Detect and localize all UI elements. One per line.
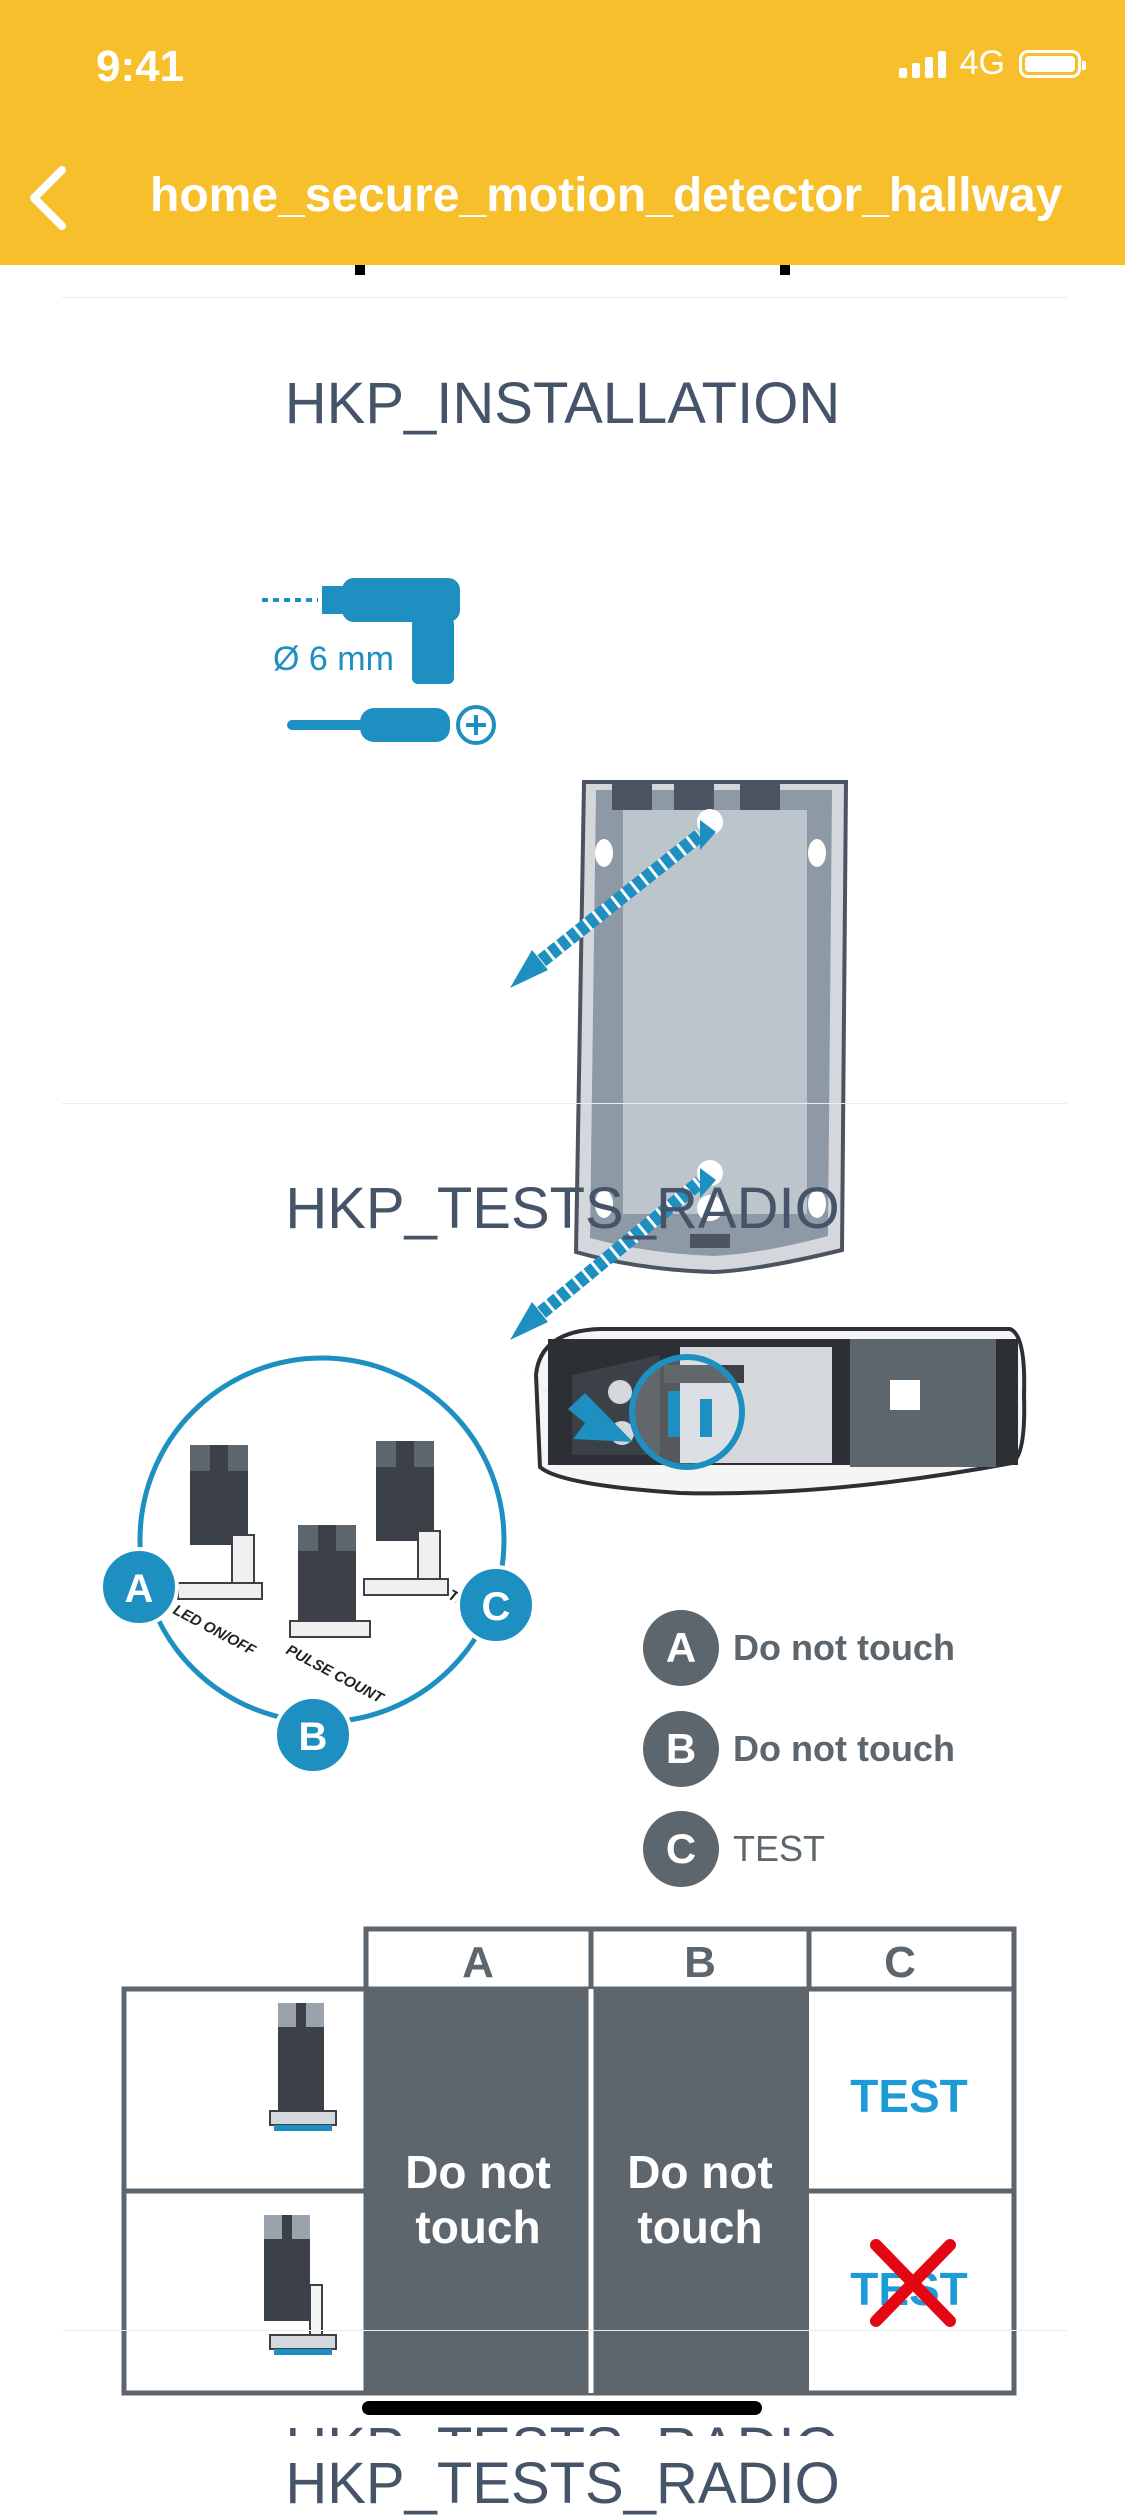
legend-text: Do not touch xyxy=(733,1627,955,1668)
divider xyxy=(62,2330,1067,2331)
chevron-left-icon xyxy=(30,166,66,230)
jumper-led-icon xyxy=(177,1445,263,1600)
badge-a-label: A xyxy=(125,1567,154,1611)
jumper-label-led: LED ON/OFF xyxy=(170,1602,259,1660)
badge-a xyxy=(99,1547,179,1627)
network-label: 4G xyxy=(959,44,1005,82)
arrow-icon xyxy=(519,1369,633,1442)
detector-device xyxy=(533,1327,1027,1496)
next-section-title: HKP_TESTS_RADIO xyxy=(285,2451,840,2516)
legend-item-b: B Do not touch xyxy=(643,1711,955,1787)
legend-text: TEST xyxy=(733,1828,826,1869)
table-b-line2: touch xyxy=(637,2201,762,2253)
previous-section-remnant xyxy=(355,265,790,275)
home-indicator[interactable] xyxy=(362,2401,762,2415)
jumper-on-thumbnail xyxy=(269,2003,337,2131)
divider xyxy=(62,1103,1067,1104)
screwdriver-icon xyxy=(287,705,496,745)
badge-c-label: C xyxy=(482,1585,511,1629)
screw-icon xyxy=(510,820,716,988)
next-section-title-clip: HKP_TESTS_RADIO xyxy=(0,2420,1125,2436)
table-b-line1: Do not xyxy=(627,2146,773,2198)
signal-icon xyxy=(898,50,946,78)
jumper-zoom-highlight xyxy=(629,1354,745,1470)
jumper-test-icon xyxy=(363,1441,449,1596)
next-section-title-visible: HKP_TESTS_RADIO xyxy=(0,2420,1125,2436)
mounting-plate xyxy=(573,780,849,1275)
section-title-tests-radio: HKP_TESTS_RADIO xyxy=(285,1176,840,1241)
table-c-test-on: TEST xyxy=(850,2070,968,2122)
installation-illustration: Ø 6 mm xyxy=(262,578,849,1340)
table-a-line2: touch xyxy=(415,2201,540,2253)
badge-b xyxy=(273,1695,353,1775)
legend-item-c: C TEST xyxy=(643,1811,825,1887)
battery-icon xyxy=(1019,49,1086,78)
table-header-a: A xyxy=(462,1938,494,1987)
app-header: 9:41 4G home_secure_motion_detector_hall… xyxy=(0,0,1125,265)
cross-icon xyxy=(870,2239,956,2327)
table-a-line1: Do not xyxy=(405,2146,551,2198)
drill-size-label: Ø 6 mm xyxy=(273,640,394,678)
jumper-pulse-icon xyxy=(289,1525,371,1638)
jumper-off-thumbnail xyxy=(264,2215,337,2355)
legend-badge: B xyxy=(643,1711,719,1787)
legend-text: Do not touch xyxy=(733,1728,955,1769)
divider xyxy=(62,297,1067,298)
back-button[interactable] xyxy=(18,160,78,236)
screw-icon xyxy=(510,1168,716,1340)
badge-c xyxy=(456,1565,536,1645)
jumper-settings-table: A B C Do not touch Do not touch TEST TES… xyxy=(121,1926,1017,2396)
drill-icon xyxy=(262,578,460,684)
jumper-illustration: LED ON/OFF PULSE COUNT TEST A B C xyxy=(99,1327,1027,1775)
status-time: 9:41 xyxy=(96,42,185,91)
legend-badge: A xyxy=(643,1610,719,1686)
section-title-installation: HKP_INSTALLATION xyxy=(284,371,841,436)
status-indicators: 4G xyxy=(898,44,1086,83)
legend-badge: C xyxy=(643,1811,719,1887)
content-scroll[interactable]: HKP_INSTALLATION Ø 6 mm xyxy=(0,265,1125,2436)
badge-b-label: B xyxy=(299,1715,328,1759)
page-title: home_secure_motion_detector_hallway xyxy=(150,169,1063,222)
table-header-b: B xyxy=(684,1938,716,1987)
legend-item-a: A Do not touch xyxy=(643,1610,955,1686)
table-header-c: C xyxy=(884,1938,916,1987)
